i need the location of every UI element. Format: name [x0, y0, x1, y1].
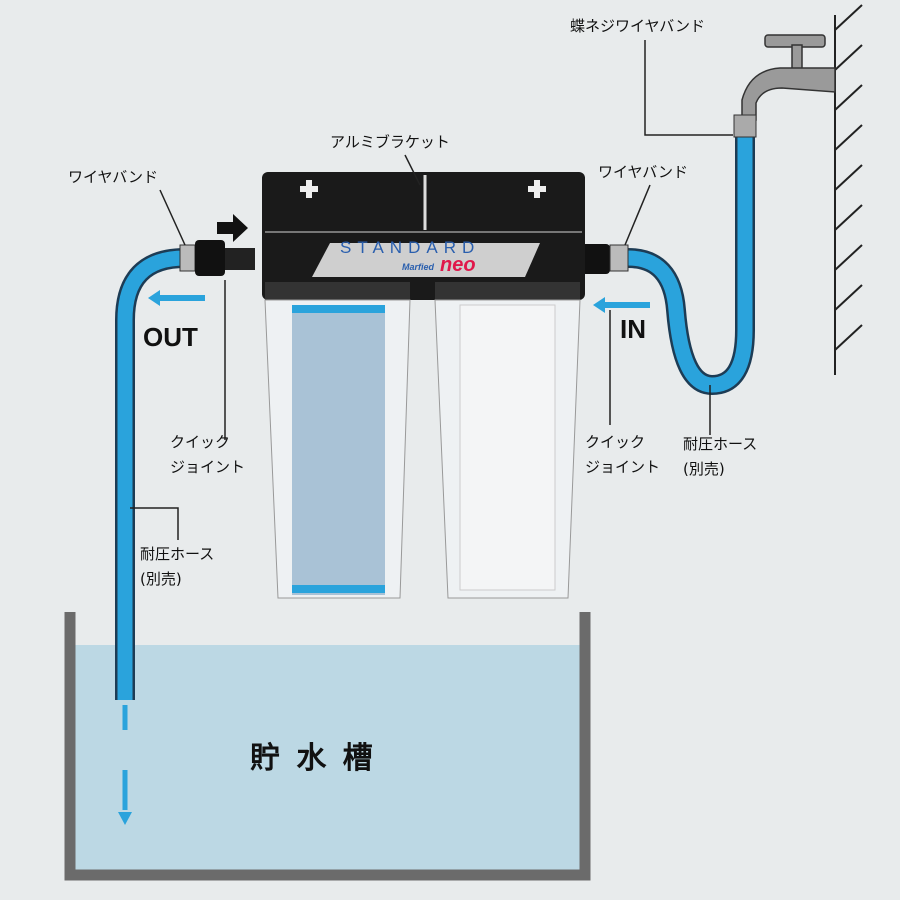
- label-wire-band-left: ワイヤバンド: [68, 168, 159, 186]
- hose-right: [627, 114, 757, 396]
- label-hose-right: 耐圧ホース (別売): [683, 432, 757, 482]
- label-line: ジョイント: [585, 458, 661, 476]
- label-quick-joint-right: クイック ジョイント: [585, 430, 660, 480]
- leader-lines: [130, 40, 733, 540]
- label-butterfly-wire-band: 蝶ネジワイヤバンド: [570, 17, 706, 35]
- label-quick-joint-left: クイック ジョイント: [170, 430, 245, 480]
- water-tank: [64, 612, 591, 881]
- label-water-tank: 貯 水 槽: [250, 742, 377, 775]
- label-line: クイック: [170, 433, 231, 451]
- label-aluminum-bracket: アルミブラケット: [330, 133, 450, 151]
- label-hose-left: 耐圧ホース (別売): [140, 542, 214, 592]
- quick-joint-right: [580, 244, 629, 274]
- out-arrow-icon: [148, 290, 205, 306]
- quick-joint-left: [179, 214, 255, 276]
- filter-housing-left: [264, 299, 411, 599]
- label-out: OUT: [143, 322, 198, 352]
- aluminum-bracket: [262, 172, 585, 300]
- wall: [834, 4, 863, 375]
- faucet-icon: [741, 34, 836, 121]
- label-line: クイック: [585, 433, 646, 451]
- label-line: 耐圧ホース: [683, 435, 758, 453]
- hose-left: [115, 248, 186, 825]
- label-line: (別売): [140, 570, 182, 588]
- label-line: ジョイント: [170, 458, 246, 476]
- label-in: IN: [620, 314, 646, 344]
- product-model: STANDARD: [340, 238, 481, 257]
- product-series: NEO: [440, 254, 476, 276]
- label-line: (別売): [683, 460, 725, 478]
- label-line: 耐圧ホース: [140, 545, 215, 563]
- in-arrow-icon: [593, 297, 650, 313]
- label-wire-band-right: ワイヤバンド: [598, 163, 689, 181]
- product-brand: Marfied: [402, 262, 435, 272]
- filter-housing-right: [434, 299, 581, 599]
